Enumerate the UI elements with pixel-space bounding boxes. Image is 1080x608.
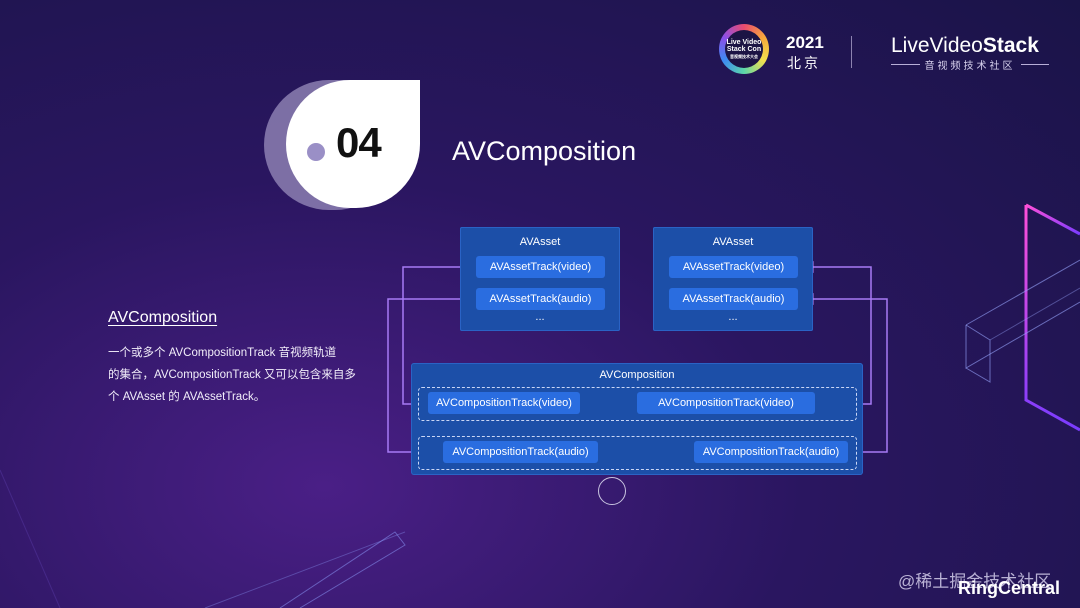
avasset-title: AVAsset — [712, 236, 754, 248]
composition-track-video: AVCompositionTrack(video) — [637, 392, 815, 414]
event-year: 2021 — [786, 33, 824, 52]
description-line: 的集合，AVCompositionTrack 又可以包含来自多 — [108, 369, 356, 381]
brand-sub-line-left — [891, 64, 920, 65]
avasset-box-right: AVAsset AVAssetTrack(video) AVAssetTrack… — [653, 227, 813, 331]
description-line: 个 AVAsset 的 AVAssetTrack。 — [108, 391, 266, 403]
avasset-box-left: AVAsset AVAssetTrack(video) AVAssetTrack… — [460, 227, 620, 331]
connector-right-audio — [801, 293, 888, 453]
header-divider — [851, 36, 852, 68]
description-heading: AVComposition — [108, 309, 218, 326]
composition-track-audio: AVCompositionTrack(audio) — [694, 441, 848, 463]
section-number: 04 — [336, 119, 382, 166]
event-logo-line: Stack Con — [726, 45, 762, 53]
event-logo: Live Video Stack Con 音视频技术大会 — [719, 24, 769, 74]
slide-cursor-circle — [598, 477, 626, 505]
event-logo-line: Live Video — [726, 38, 762, 46]
avasset-more: ... — [535, 311, 545, 323]
ringcentral-logo: RingCentral — [958, 578, 1061, 598]
avasset-track-audio: AVAssetTrack(audio) — [669, 288, 798, 310]
composition-track-video: AVCompositionTrack(video) — [428, 392, 580, 414]
brand-name-bold: Stack — [982, 34, 1039, 57]
avasset-track-video: AVAssetTrack(video) — [476, 256, 605, 278]
brand-subtitle: 音视频技术社区 — [891, 57, 1049, 72]
description-line: 一个或多个 AVCompositionTrack 音视频轨道 — [108, 347, 337, 359]
avasset-title: AVAsset — [519, 236, 561, 248]
event-logo-line: 音视频技术大会 — [730, 53, 758, 59]
avcomposition-title: AVComposition — [599, 369, 675, 381]
description-body: 一个或多个 AVCompositionTrack 音视频轨道 的集合，AVCom… — [108, 342, 370, 408]
composition-audio-row — [418, 436, 857, 470]
avasset-track-video: AVAssetTrack(video) — [669, 256, 798, 278]
brand-sub-text: 音视频技术社区 — [924, 61, 1016, 72]
avasset-more: ... — [728, 311, 738, 323]
avasset-track-audio: AVAssetTrack(audio) — [476, 288, 605, 310]
brand-logo: LiveVideoStack — [891, 34, 1039, 58]
avcomposition-box: AVComposition AVCompositionTrack(video) … — [411, 363, 863, 475]
composition-track-audio: AVCompositionTrack(audio) — [443, 441, 598, 463]
composition-video-row — [418, 387, 857, 421]
section-title: AVComposition — [452, 136, 637, 166]
watermark: @稀土掘金技术社区 — [898, 572, 1052, 591]
section-badge — [286, 80, 420, 208]
brand-name-prefix: LiveVideo — [891, 34, 983, 57]
event-city: 北京 — [787, 55, 821, 71]
section-badge-dot — [307, 143, 325, 161]
brand-sub-line-right — [1020, 64, 1049, 65]
